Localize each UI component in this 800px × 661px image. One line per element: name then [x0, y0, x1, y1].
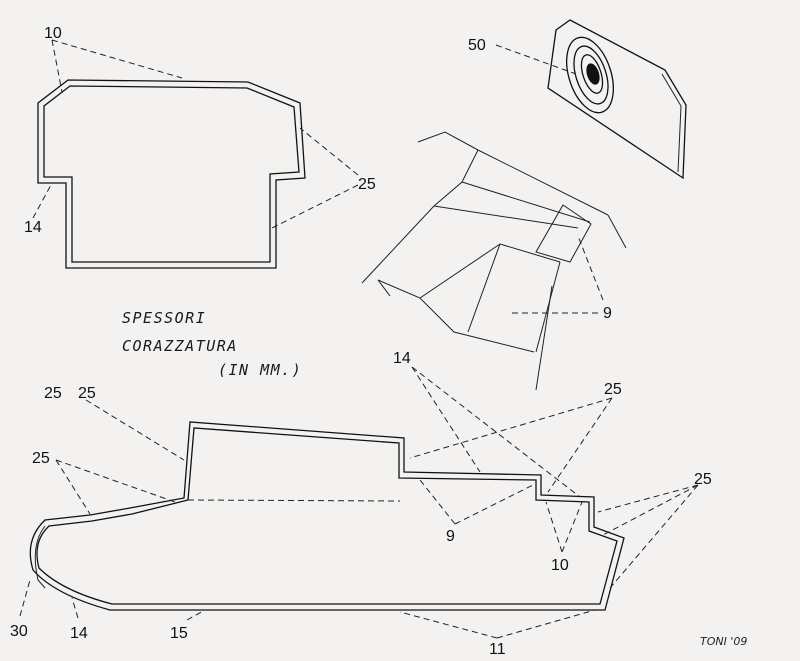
- leader-hull-25a: [85, 399, 185, 461]
- label-turret-base: 14: [24, 219, 42, 236]
- front-left-edge: [361, 149, 479, 284]
- label-hull-15: 15: [170, 625, 188, 642]
- gun-bore: [586, 63, 600, 85]
- mantlet-view: [547, 19, 687, 180]
- front-small-edge: [377, 279, 391, 297]
- leader-hull-11b: [496, 609, 596, 639]
- front-slope-line: [433, 205, 579, 229]
- mantlet-plate-inner: [661, 73, 682, 173]
- leader-hull-25-rear-a: [597, 484, 699, 513]
- front-plate-view: [361, 131, 627, 391]
- leader-hull-25-rear-b: [602, 484, 699, 536]
- front-inner-v: [461, 181, 591, 223]
- front-hatch: [535, 204, 592, 263]
- label-hull-25a: 25: [44, 385, 62, 402]
- mantlet-plate: [547, 19, 687, 180]
- front-vert-2: [535, 261, 561, 353]
- label-turret-sides: 25: [358, 176, 376, 193]
- turret-outline-inner: [43, 85, 300, 263]
- signature: TONI '09: [700, 635, 747, 648]
- leader-hull-9a: [419, 479, 456, 525]
- turret-outline-outer: [37, 79, 306, 269]
- mantlet-ring-inner: [580, 54, 604, 94]
- label-hull-25b: 25: [78, 385, 96, 402]
- mantlet-ring-mid: [573, 45, 609, 105]
- front-panel-top: [419, 243, 561, 299]
- label-mantlet: 50: [468, 37, 486, 54]
- leader-turret-25b: [271, 184, 359, 229]
- front-top-edge: [417, 131, 609, 216]
- leader-hull-nose-25a: [55, 459, 91, 515]
- front-right-edge: [607, 214, 627, 249]
- label-hull-14-bottom: 14: [70, 625, 88, 642]
- leader-hull-11a: [399, 611, 498, 639]
- hull-side-view: [29, 421, 625, 611]
- mantlet-ring-outer: [566, 36, 614, 114]
- front-lower-panel: [377, 279, 535, 353]
- leader-mantlet: [495, 44, 577, 75]
- leader-hull-25-rear-c: [609, 484, 699, 589]
- title-line-3: (IN MM.): [218, 361, 302, 379]
- front-vert-1: [467, 243, 501, 333]
- leader-front-9a: [577, 235, 604, 301]
- leader-hull-14b: [411, 366, 581, 498]
- title-line-2: CORAZZATURA: [122, 337, 238, 355]
- label-hull-9: 9: [446, 528, 455, 545]
- leader-hull-30: [19, 579, 31, 617]
- label-hull-10: 10: [551, 557, 569, 574]
- label-hull-14-top: 14: [393, 350, 411, 367]
- leader-turret-25a: [299, 127, 359, 176]
- leader-hull-14-bottom: [71, 597, 79, 619]
- turret-top-view: [37, 79, 306, 269]
- label-hull-nose-25: 25: [32, 450, 50, 467]
- hull-outline-outer: [29, 421, 625, 611]
- title-line-1: SPESSORI: [122, 309, 206, 327]
- leader-hull-25-right-a: [409, 397, 613, 459]
- label-hull-25-rear: 25: [694, 471, 712, 488]
- leader-hull-10a: [545, 501, 563, 553]
- hull-outline-inner: [36, 427, 618, 605]
- front-vert-3: [535, 285, 553, 391]
- leader-turret-10a: [51, 39, 63, 93]
- leader-hull-nose-25b: [55, 459, 176, 503]
- leader-hull-14a: [411, 366, 481, 473]
- label-front-plate: 9: [603, 305, 612, 322]
- title-block: SPESSORI CORAZZATURA (IN MM.): [122, 309, 302, 379]
- leader-hull-10b: [561, 501, 583, 553]
- leader-hull-9b: [454, 483, 536, 525]
- leader-turret-10b: [51, 39, 183, 79]
- leader-turret-14: [32, 182, 53, 219]
- leader-hull-25-right-b: [547, 397, 613, 493]
- label-hull-11: 11: [489, 641, 506, 658]
- leader-hull-deck: [187, 499, 401, 502]
- label-hull-25-right: 25: [604, 381, 622, 398]
- hull-nose-front: [34, 525, 46, 589]
- label-turret-top: 10: [44, 25, 62, 42]
- label-hull-30: 30: [10, 623, 28, 640]
- leader-hull-15: [186, 609, 206, 621]
